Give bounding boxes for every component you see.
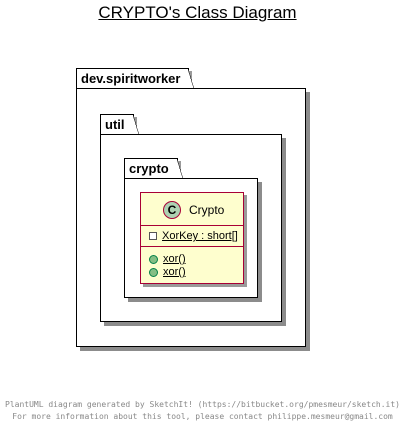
method-row: xor() [149, 266, 186, 278]
public-visibility-icon [149, 254, 158, 264]
class-name: Crypto [189, 203, 225, 217]
private-visibility-icon [149, 232, 157, 241]
class-crypto[interactable]: C Crypto XorKey : short[] xor() xor() [140, 192, 244, 284]
package-tab-util: util [100, 114, 138, 135]
class-stereotype-icon: C [163, 201, 181, 219]
class-methods: xor() xor() [141, 247, 243, 283]
footer-contact-note: For more information about this tool, pl… [12, 412, 393, 421]
diagram-title: CRYPTO's Class Diagram [98, 3, 297, 22]
attribute-row: XorKey : short[] [149, 230, 238, 242]
attribute-text: XorKey : short[] [162, 230, 238, 242]
package-tab-crypto: crypto [124, 158, 183, 179]
method-text: xor() [163, 266, 186, 278]
class-header: C Crypto [141, 193, 243, 226]
class-attributes: XorKey : short[] [141, 226, 243, 247]
package-tab-dev-spiritworker: dev.spiritworker [76, 68, 195, 89]
footer-generator-note: PlantUML diagram generated by SketchIt! … [5, 400, 400, 409]
method-row: xor() [149, 253, 186, 265]
public-visibility-icon [149, 267, 158, 277]
method-text: xor() [163, 253, 186, 265]
